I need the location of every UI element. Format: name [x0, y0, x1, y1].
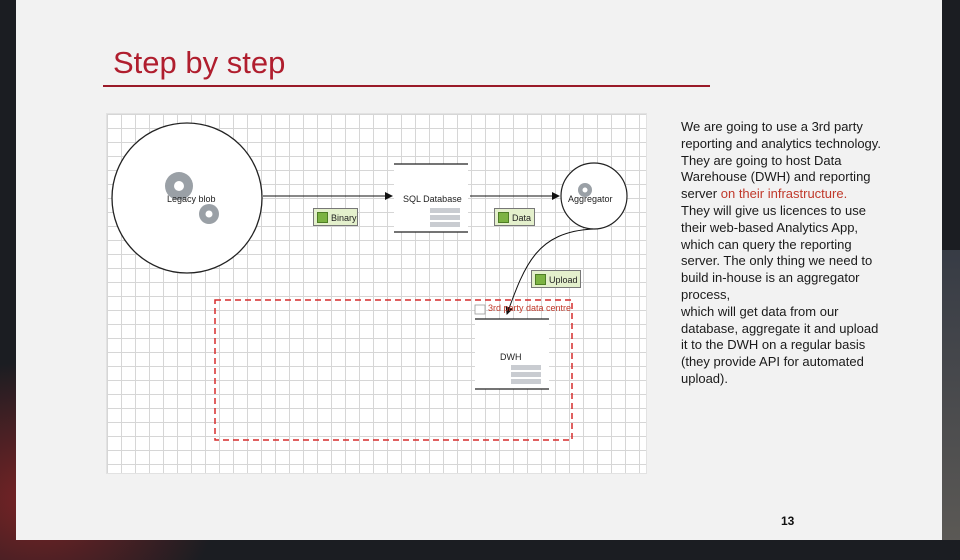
- data-flow-tag: Data: [494, 208, 535, 226]
- legacy-blob-circle: [111, 122, 263, 274]
- binary-flow-label: Binary: [331, 213, 357, 223]
- description-part-2: They will give us licences to use their …: [681, 202, 873, 302]
- description-part-3: which will get data from our database, a…: [681, 303, 879, 386]
- upload-arrow: [505, 228, 594, 315]
- third-party-legend-box: [474, 304, 486, 315]
- aggregator-circle: [560, 162, 628, 230]
- third-party-label: 3rd party data centre: [488, 303, 572, 313]
- sql-database-label: SQL Database: [403, 194, 462, 204]
- upload-flow-label: Upload: [549, 275, 578, 285]
- upload-flow-tag: Upload: [531, 270, 581, 288]
- slide-title: Step by step: [113, 45, 286, 80]
- legacy-blob-label: Legacy blob: [167, 194, 216, 204]
- dwh-server-icon: [511, 365, 541, 384]
- description-part-1: We are going to use a 3rd party reportin…: [681, 119, 881, 202]
- description-highlight: on their infrastructure.: [720, 186, 848, 202]
- page-number: 13: [781, 514, 795, 528]
- title-underline: [103, 85, 710, 87]
- sql-server-icon: [430, 208, 460, 227]
- sql-database-box: [394, 164, 468, 232]
- upload-flow-icon: [535, 274, 546, 285]
- aggregator-label: Aggregator: [568, 194, 613, 204]
- slide: Step by step: [16, 0, 942, 540]
- data-flow-icon: [498, 212, 509, 223]
- architecture-diagram: Legacy blob SQL Database Aggregator DWH …: [106, 113, 647, 474]
- binary-flow-icon: [317, 212, 328, 223]
- description-text: We are going to use a 3rd party reportin…: [681, 119, 881, 388]
- third-party-dashed-box: [214, 299, 573, 441]
- diagram-canvas: [111, 122, 628, 441]
- dwh-label: DWH: [500, 352, 522, 362]
- data-flow-label: Data: [512, 213, 532, 223]
- dwh-box: [475, 319, 549, 389]
- binary-flow-tag: Binary: [313, 208, 358, 226]
